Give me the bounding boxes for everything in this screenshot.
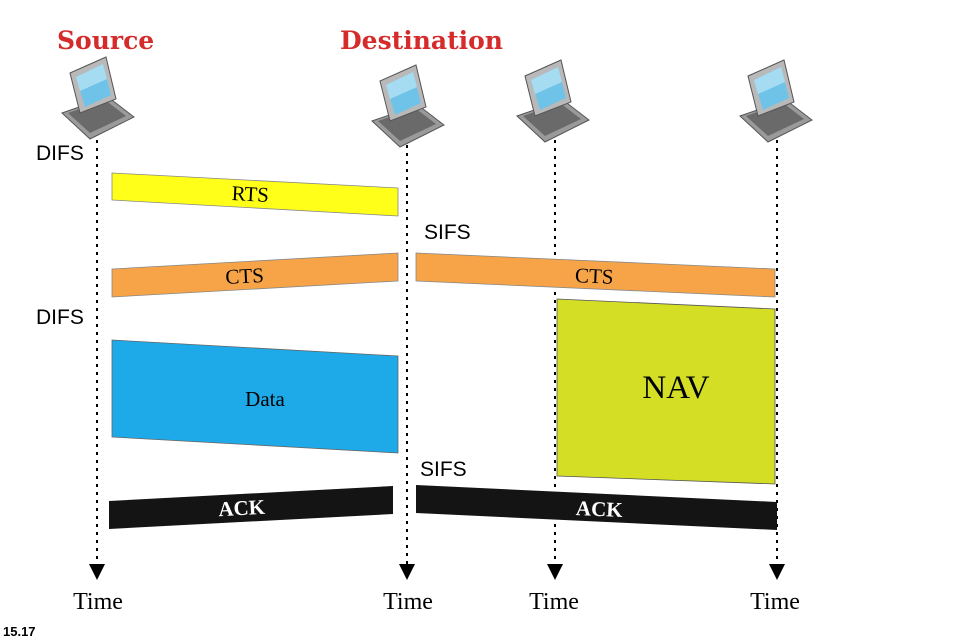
arrow-down-icon bbox=[547, 564, 563, 580]
arrow-down-icon bbox=[399, 564, 415, 580]
laptop-icon bbox=[516, 59, 590, 143]
difs-label-1: DIFS bbox=[36, 142, 84, 165]
ack-frame-broadcast bbox=[416, 485, 777, 530]
time-label-destination: Time bbox=[383, 589, 433, 615]
time-label-source: Time bbox=[73, 589, 123, 615]
figure-number: 15.17 bbox=[3, 624, 36, 639]
arrow-down-icon bbox=[769, 564, 785, 580]
cts-label-source: CTS bbox=[225, 263, 265, 289]
time-label-station-3: Time bbox=[529, 589, 579, 615]
ack-label-destination: ACK bbox=[218, 495, 267, 521]
laptop-icon bbox=[61, 56, 135, 140]
rts-frame bbox=[111, 172, 399, 217]
ack-frame-destination bbox=[109, 486, 393, 529]
rts-label: RTS bbox=[231, 181, 269, 207]
difs-label-2: DIFS bbox=[36, 306, 84, 329]
sifs-label-2: SIFS bbox=[420, 458, 467, 481]
destination-title: Destination bbox=[340, 26, 503, 55]
cts-frame-source bbox=[111, 252, 399, 298]
source-title: Source bbox=[57, 26, 154, 55]
arrow-down-icon bbox=[89, 564, 105, 580]
laptop-icon bbox=[371, 64, 445, 148]
sifs-label-1: SIFS bbox=[424, 221, 471, 244]
data-label: Data bbox=[245, 387, 285, 411]
nav-block bbox=[556, 298, 776, 485]
time-label-station-4: Time bbox=[750, 589, 800, 615]
ack-label-broadcast: ACK bbox=[575, 496, 623, 522]
timeline-arrows bbox=[89, 564, 785, 580]
cts-frame-broadcast bbox=[415, 252, 776, 298]
nav-label: NAV bbox=[642, 370, 709, 406]
data-frame bbox=[111, 339, 399, 454]
laptop-icon bbox=[739, 59, 813, 143]
cts-label-broadcast: CTS bbox=[575, 263, 615, 289]
